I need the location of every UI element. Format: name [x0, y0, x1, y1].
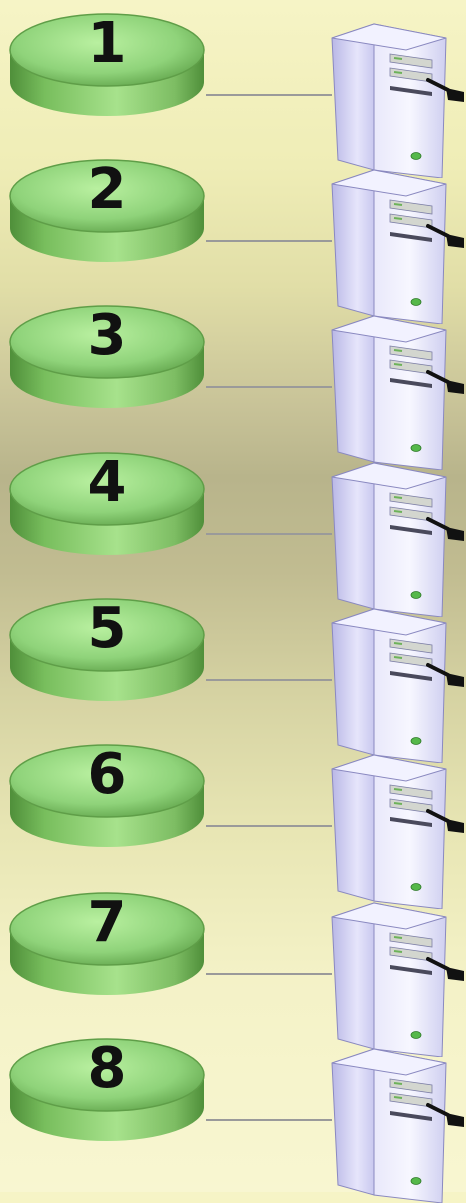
disk-number-label: 5 — [87, 596, 127, 661]
server-tower-icon — [328, 156, 466, 324]
server-tower-icon — [328, 449, 466, 617]
server-tower-icon — [328, 1035, 466, 1203]
disk-number-label: 1 — [87, 11, 127, 76]
disk-cylinder-icon: 3 — [8, 302, 206, 412]
connector-line — [206, 825, 332, 827]
disk-number-label: 2 — [87, 157, 127, 222]
server-tower-icon — [328, 741, 466, 909]
node-row: 7 — [0, 889, 466, 1057]
connector-line — [206, 533, 332, 535]
node-row: 6 — [0, 741, 466, 909]
node-row: 2 — [0, 156, 466, 324]
disk-cylinder-icon: 7 — [8, 889, 206, 999]
server-tower-icon — [328, 595, 466, 763]
connector-line — [206, 386, 332, 388]
disk-cylinder-icon: 2 — [8, 156, 206, 266]
disk-number-label: 6 — [87, 742, 127, 807]
disk-cylinder-icon: 4 — [8, 449, 206, 559]
node-row: 3 — [0, 302, 466, 470]
server-tower-icon — [328, 302, 466, 470]
disk-number-label: 8 — [87, 1036, 127, 1101]
disk-number-label: 4 — [87, 450, 127, 515]
disk-number-label: 3 — [87, 303, 127, 368]
connector-line — [206, 1119, 332, 1121]
connector-line — [206, 973, 332, 975]
node-row: 8 — [0, 1035, 466, 1203]
disk-cylinder-icon: 5 — [8, 595, 206, 705]
disk-cylinder-icon: 6 — [8, 741, 206, 851]
node-row: 5 — [0, 595, 466, 763]
node-row: 4 — [0, 449, 466, 617]
node-row: 1 — [0, 10, 466, 178]
connector-line — [206, 679, 332, 681]
disk-cylinder-icon: 1 — [8, 10, 206, 120]
connector-line — [206, 94, 332, 96]
disk-number-label: 7 — [87, 890, 127, 955]
disk-cylinder-icon: 8 — [8, 1035, 206, 1145]
server-tower-icon — [328, 889, 466, 1057]
connector-line — [206, 240, 332, 242]
server-tower-icon — [328, 10, 466, 178]
